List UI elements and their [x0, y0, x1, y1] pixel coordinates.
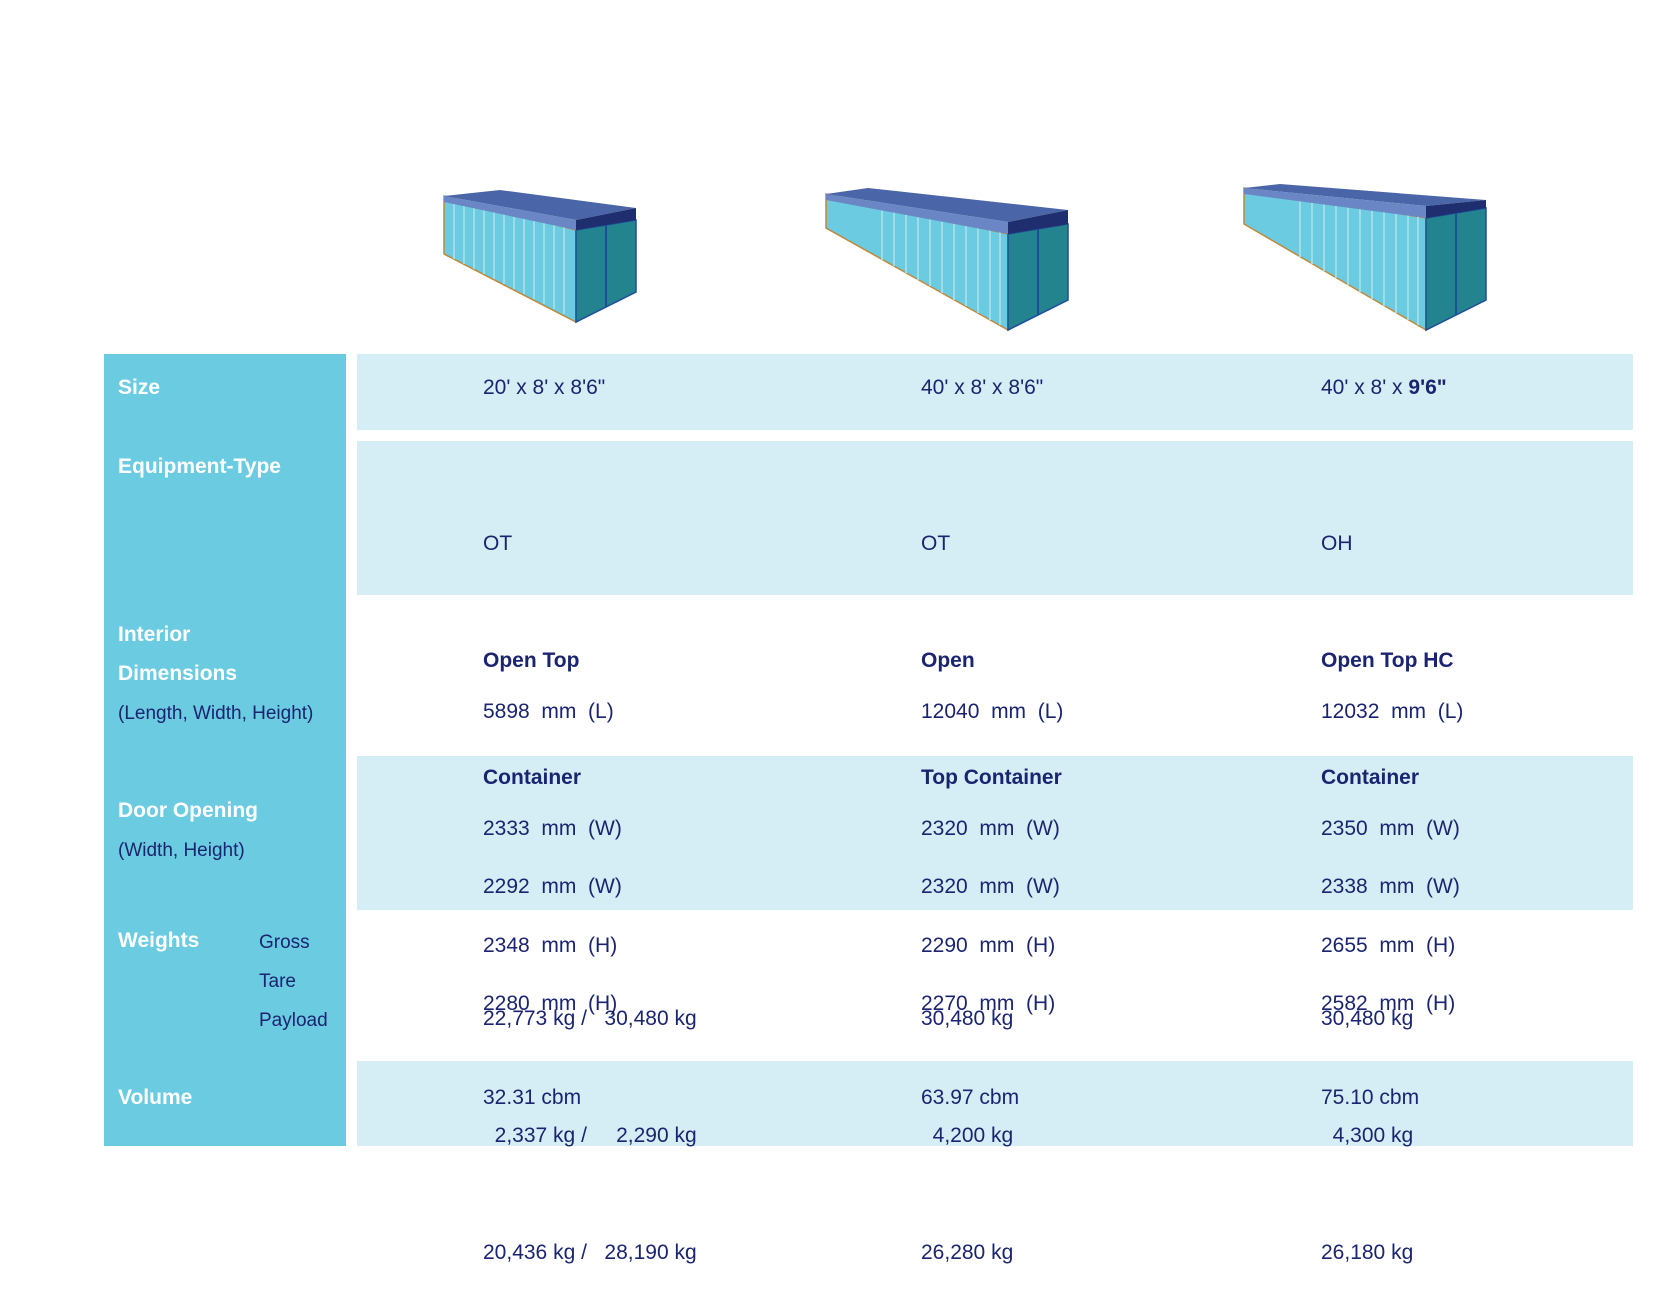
type-name-line1: Open Top: [483, 649, 580, 672]
weights-label: Weights: [118, 929, 200, 952]
type-code: OT: [921, 532, 951, 555]
door-width: 2320 mm (W): [921, 875, 1060, 898]
size-prefix: 40' x 8' x 8'6": [921, 376, 1044, 399]
door-opening-sublabel: (Width, Height): [118, 840, 245, 861]
door-opening-value: 2320 mm (W) 2270 mm (H): [921, 789, 1060, 1062]
tare-weight: 4,300 kg: [1321, 1124, 1414, 1147]
interior-length: 12032 mm (L): [1321, 700, 1464, 723]
size-row-band: [357, 354, 1633, 430]
volume-value: 32.31 cbm: [483, 1086, 582, 1109]
size-value: 40' x 8' x 9'6": [1321, 368, 1447, 407]
interior-height: 2348 mm (H): [483, 934, 618, 957]
open-top-container-20ft-icon: [443, 190, 637, 324]
gross-label: Gross: [259, 932, 310, 953]
equipment-row-band: [357, 441, 1633, 595]
interior-label-line2: Dimensions: [118, 662, 238, 685]
gross-weight: 30,480 kg: [921, 1007, 1014, 1030]
size-value: 40' x 8' x 8'6": [921, 368, 1043, 407]
volume-value: 63.97 cbm: [921, 1086, 1020, 1109]
door-opening-label: Door Opening: [118, 799, 258, 822]
interior-dimensions-value: 5898 mm (L) 2333 mm (W) 2348 mm (H): [483, 614, 622, 1004]
door-width: 2338 mm (W): [1321, 875, 1460, 898]
size-prefix: 20' x 8' x 8'6": [483, 376, 606, 399]
interior-width: 2350 mm (W): [1321, 817, 1460, 840]
interior-dimensions-value: 12032 mm (L) 2350 mm (W) 2655 mm (H): [1321, 614, 1463, 1004]
door-opening-value: 2292 mm (W) 2280 mm (H): [483, 789, 622, 1062]
payload-label: Payload: [259, 1010, 328, 1031]
tare-weight: 4,200 kg: [921, 1124, 1014, 1147]
equipment-type-value: OT Open Top Container: [921, 446, 1062, 836]
door-row-band: [357, 756, 1633, 910]
volume-row-band: [357, 1061, 1633, 1146]
door-height: 2270 mm (H): [921, 992, 1056, 1015]
size-label: Size: [118, 376, 161, 399]
door-height: 2582 mm (H): [1321, 992, 1456, 1015]
type-name-line1: Open Top HC: [1321, 649, 1454, 672]
interior-height: 2655 mm (H): [1321, 934, 1456, 957]
door-width: 2292 mm (W): [483, 875, 622, 898]
interior-length: 12040 mm (L): [921, 700, 1064, 723]
interior-height: 2290 mm (H): [921, 934, 1056, 957]
type-name-line1: Open: [921, 649, 975, 672]
interior-dimensions-value: 12040 mm (L) 2320 mm (W) 2290 mm (H): [921, 614, 1063, 1004]
door-height: 2280 mm (H): [483, 992, 618, 1015]
door-opening-value: 2338 mm (W) 2582 mm (H): [1321, 789, 1460, 1062]
equipment-type-value: OT Open Top Container: [483, 446, 581, 836]
gross-weight: 22,773 kg / 30,480 kg: [483, 1007, 697, 1030]
volume-label: Volume: [118, 1086, 193, 1109]
gross-weight: 30,480 kg: [1321, 1007, 1414, 1030]
size-highlight: 9'6": [1408, 376, 1447, 399]
type-code: OT: [483, 532, 513, 555]
interior-width: 2333 mm (W): [483, 817, 622, 840]
interior-length: 5898 mm (L): [483, 700, 614, 723]
size-prefix: 40' x 8' x: [1321, 376, 1409, 399]
payload-weight: 26,280 kg: [921, 1241, 1014, 1264]
type-name-line2: Top Container: [921, 766, 1062, 789]
interior-label-line1: Interior: [118, 623, 191, 646]
size-value: 20' x 8' x 8'6": [483, 368, 605, 407]
payload-weight: 20,436 kg / 28,190 kg: [483, 1241, 697, 1264]
interior-width: 2320 mm (W): [921, 817, 1060, 840]
payload-weight: 26,180 kg: [1321, 1241, 1414, 1264]
row-label-column: [104, 354, 346, 1146]
tare-weight: 2,337 kg / 2,290 kg: [483, 1124, 697, 1147]
equipment-type-label: Equipment-Type: [118, 455, 281, 478]
volume-value: 75.10 cbm: [1321, 1086, 1420, 1109]
interior-sublabel: (Length, Width, Height): [118, 703, 314, 724]
tare-label: Tare: [259, 971, 296, 992]
equipment-type-value: OH Open Top HC Container: [1321, 446, 1454, 836]
type-code: OH: [1321, 532, 1353, 555]
type-name-line2: Container: [1321, 766, 1420, 789]
open-top-hc-container-40ft-icon: [1243, 184, 1487, 332]
open-top-container-40ft-icon: [825, 188, 1069, 332]
type-name-line2: Container: [483, 766, 582, 789]
